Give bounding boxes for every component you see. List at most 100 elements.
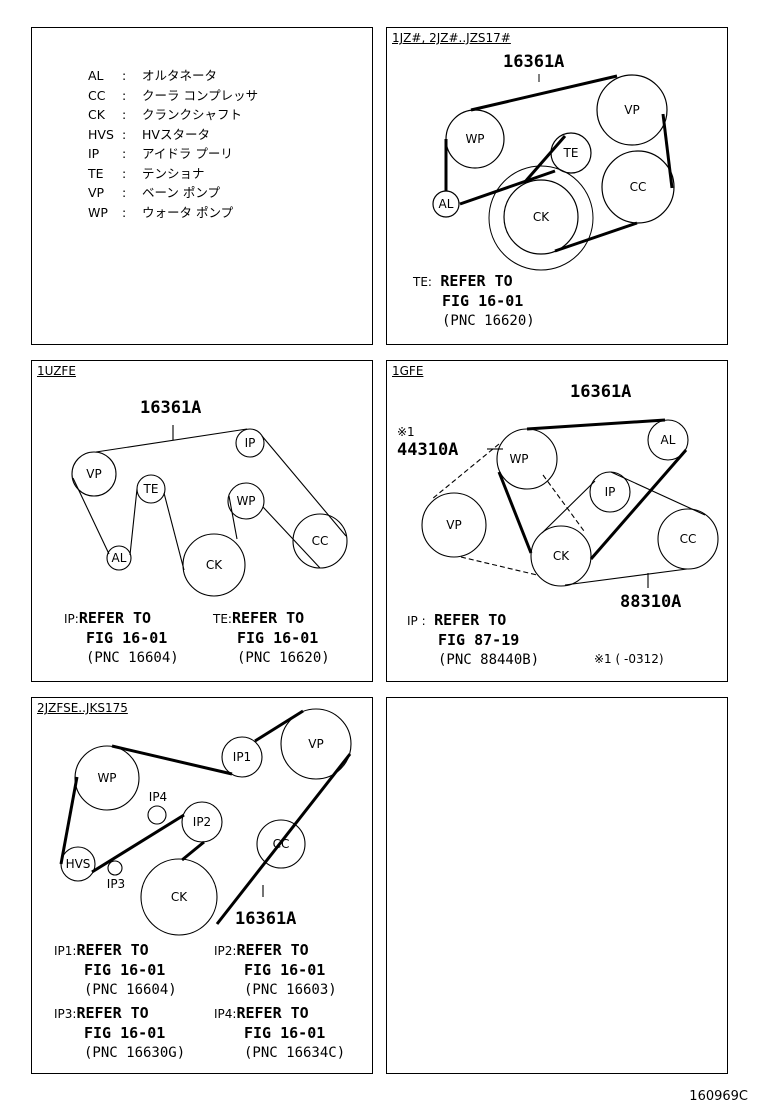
ref-line2: FIG 16-01 — [237, 629, 319, 647]
pulley-wp — [227, 482, 265, 520]
reference-note: TE: REFER TO FIG 16-01 (PNC 16620) — [413, 272, 535, 331]
reference-note-ip: IP:REFER TO FIG 16-01 (PNC 16604) — [64, 609, 179, 668]
legend-sep: : — [122, 68, 127, 83]
diagram-panel-gfe: 1GFE 16361A ※1 44310A 88310A WP AL IP VP… — [386, 360, 728, 682]
pulley-al — [647, 419, 689, 461]
reference-note-ip1: IP1:REFER TO FIG 16-01 (PNC 16604) — [54, 941, 177, 1000]
legend-sep: : — [122, 146, 127, 161]
pulley-label-ip2: IP2 — [192, 815, 212, 829]
ref-line3: (PNC 16604) — [86, 650, 179, 666]
legend-list: AL:オルタネータ CC:クーラ コンプレッサ CK:クランクシャフト HVS:… — [88, 66, 258, 222]
pulley-ck-outer — [488, 165, 594, 271]
legend-sep: : — [122, 126, 127, 142]
part-number: 16361A — [140, 398, 202, 418]
pulley-label-ip3: IP3 — [106, 877, 126, 891]
pulley-ck — [140, 858, 218, 936]
legend-abbr: HVS — [88, 126, 114, 142]
ref-prefix: IP: — [64, 612, 79, 626]
ref-line1: REFER TO — [78, 609, 152, 627]
reference-note-ip4: IP4:REFER TO FIG 16-01 (PNC 16634C) — [214, 1004, 345, 1063]
pulley-wp — [74, 745, 140, 811]
belt-diagram-jz — [432, 74, 675, 271]
ref-line1: REFER TO — [76, 941, 149, 959]
reference-note: IP : REFER TO FIG 87-19 (PNC 88440B) — [407, 611, 539, 670]
pulley-label-cc: CC — [311, 534, 329, 548]
legend-sep: : — [122, 165, 127, 181]
belt-diagram-uz — [71, 425, 348, 597]
legend-row: WP:ウォータ ポンプ — [88, 203, 258, 223]
legend-sep: : — [122, 87, 127, 103]
pulley-label-wp: WP — [97, 771, 117, 785]
ref-line2: FIG 16-01 — [442, 292, 524, 310]
ref-line1: REFER TO — [231, 609, 305, 627]
part-number: 16361A — [503, 52, 565, 72]
legend-row: VP:ベーン ポンプ — [88, 183, 258, 203]
pulley-ip — [589, 471, 631, 513]
part-left-note: ※1 — [397, 425, 415, 439]
ref-line2: FIG 16-01 — [86, 629, 168, 647]
reference-note-ip3: IP3:REFER TO FIG 16-01 (PNC 16630G) — [54, 1004, 185, 1063]
pulley-ip — [235, 428, 265, 458]
legend-sep: : — [122, 185, 127, 200]
diagram-panel-jz: 1JZ#, 2JZ#..JZS17# 16361A VP WP TE AL CK… — [386, 27, 728, 345]
legend-name: テンショナ — [142, 165, 205, 181]
legend-name: ベーン ポンプ — [142, 185, 220, 200]
legend-name: アイドラ プーリ — [142, 146, 233, 161]
pulley-label-hvs: HVS — [65, 857, 91, 871]
pulley-label-ck: CK — [532, 210, 550, 224]
ref-line2: FIG 87-19 — [438, 631, 520, 649]
ref-prefix: IP : — [407, 614, 426, 628]
pulley-ck — [503, 179, 579, 255]
part-number-top: 16361A — [570, 382, 632, 402]
ref-prefix: TE: — [213, 612, 232, 626]
ref-prefix: IP2: — [214, 944, 237, 958]
part-number: 16361A — [235, 909, 297, 929]
legend-row: AL:オルタネータ — [88, 66, 258, 86]
pulley-label-wp: WP — [465, 132, 485, 146]
pulley-label-wp: WP — [236, 494, 256, 508]
ref-line1: REFER TO — [434, 611, 507, 629]
pulley-ip4 — [147, 805, 167, 825]
pulley-vp — [71, 451, 117, 497]
belt — [72, 428, 347, 571]
legend-abbr: CK — [88, 107, 105, 122]
part-number-bottom: 88310A — [620, 592, 682, 612]
reference-note-te: TE:REFER TO FIG 16-01 (PNC 16620) — [213, 609, 330, 668]
pulley-label-al: AL — [438, 197, 454, 211]
empty-panel — [386, 697, 728, 1074]
pulley-label-al: AL — [660, 433, 676, 447]
engine-tag: 1UZFE — [37, 364, 76, 378]
ref-line1: REFER TO — [440, 272, 513, 290]
engine-tag: 1GFE — [392, 364, 424, 378]
pulley-label-cc: CC — [679, 532, 697, 546]
ref-line1: REFER TO — [236, 941, 309, 959]
legend-abbr: TE — [88, 165, 104, 181]
pulley-label-te: TE — [143, 482, 159, 496]
ref-line2: FIG 16-01 — [244, 1024, 326, 1042]
legend-row: IP:アイドラ プーリ — [88, 144, 258, 164]
legend-row: TE: テンショナ — [88, 164, 258, 184]
belt-bottom — [541, 471, 706, 586]
ref-line3: (PNC 16630G) — [84, 1045, 186, 1061]
ref-line3: (PNC 16603) — [244, 982, 337, 998]
ref-line3: (PNC 16620) — [237, 650, 330, 666]
legend-name: HVスタータ — [142, 126, 210, 142]
ref-line3: (PNC 16634C) — [244, 1045, 346, 1061]
legend-sep: : — [122, 107, 127, 122]
ref-line2: FIG 16-01 — [84, 961, 166, 979]
pulley-label-vp: VP — [308, 737, 324, 751]
belt-diagram-jzfse — [59, 708, 352, 936]
diagram-panel-uz: 1UZFE 16361A VP TE AL IP WP CK CC IP:REF… — [31, 360, 373, 682]
belt — [59, 709, 352, 925]
legend-abbr: WP — [88, 204, 108, 220]
ref-line3: (PNC 16604) — [84, 982, 177, 998]
belt-main — [497, 418, 688, 560]
pulley-label-ck: CK — [552, 549, 570, 563]
legend-abbr: CC — [88, 87, 106, 103]
pulley-cc — [601, 150, 675, 224]
pulley-vp — [280, 708, 352, 780]
belt — [444, 74, 674, 253]
ref-line3: (PNC 88440B) — [438, 652, 540, 668]
pulley-ip1 — [221, 736, 263, 778]
belt-dashed — [431, 443, 585, 576]
